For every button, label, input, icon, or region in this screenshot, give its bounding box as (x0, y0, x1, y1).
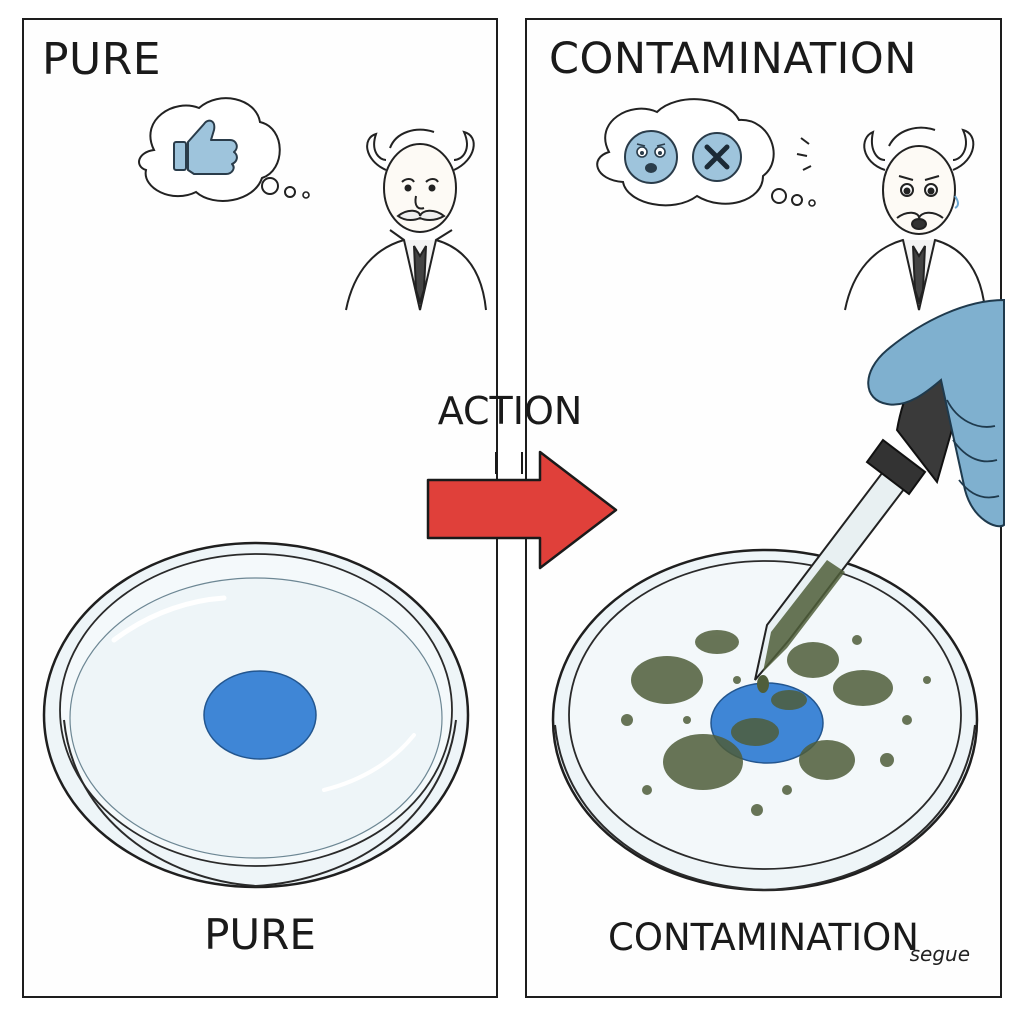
contamination-scene (551, 98, 1005, 892)
transition-label: ACTION (437, 389, 583, 433)
scientist-calm (345, 128, 487, 311)
panel-caption-pure: PURE (204, 910, 316, 959)
scientist-worried (796, 126, 986, 311)
panel-contamination: CONTAMINATION (525, 18, 1005, 998)
blue-sample-spot (203, 670, 317, 760)
pure-scene (42, 97, 487, 889)
x-mark-icon (692, 132, 742, 182)
panel-title-contamination: CONTAMINATION (549, 34, 917, 84)
thumbs-up-icon (173, 119, 238, 175)
panel-pure: PURE (22, 18, 498, 998)
gloved-hand (867, 298, 1005, 528)
panel-caption-contamination: CONTAMINATION (608, 916, 919, 959)
artist-signature: segue (909, 942, 970, 966)
panel-title-pure: PURE (42, 34, 162, 85)
petri-dish-pure (42, 541, 470, 889)
worried-face-icon (624, 130, 678, 184)
contamination-colonies (621, 630, 931, 816)
petri-dish-contaminated (551, 548, 979, 892)
